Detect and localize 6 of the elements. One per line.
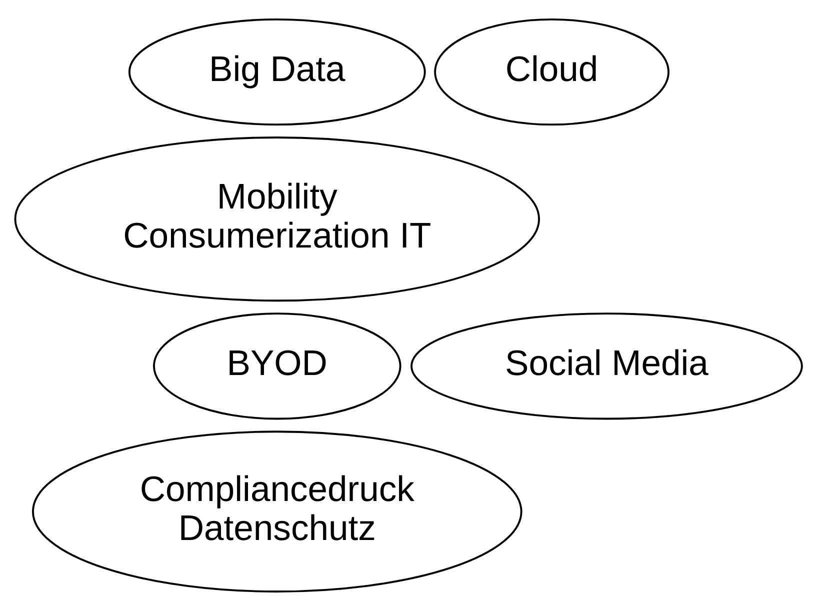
node-ellipse: Cloud [434, 18, 670, 126]
node-ellipse: Mobility Consumerization IT [14, 136, 540, 302]
node-ellipse: Compliancedruck Datenschutz [32, 430, 522, 592]
node-ellipse: Social Media [410, 312, 803, 420]
node-ellipse: BYOD [153, 312, 402, 420]
node-ellipse: Big Data [128, 18, 426, 126]
